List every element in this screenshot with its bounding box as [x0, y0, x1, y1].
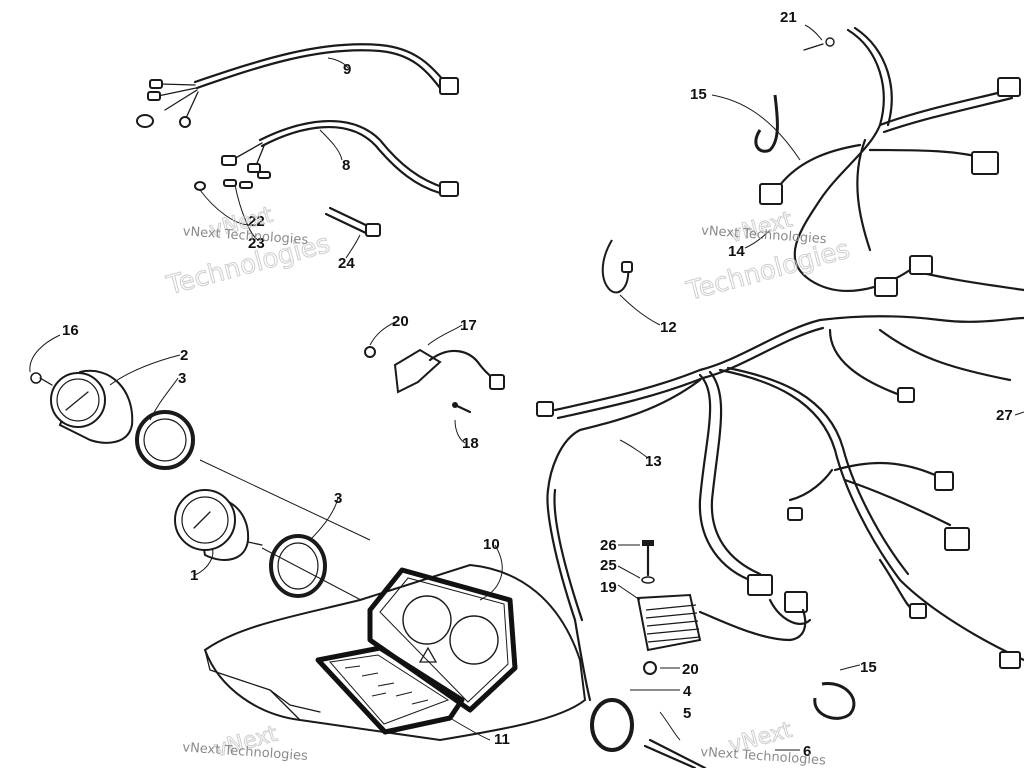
part-24-connector: [324, 206, 381, 237]
watermark-right: vNext Technologies: [682, 207, 853, 308]
callout-26: 26: [600, 537, 617, 554]
bezel-3-lower: [269, 534, 327, 598]
callout-12: 12: [660, 319, 677, 336]
leader-lines: [29, 24, 1024, 751]
callout-6: 6: [803, 743, 811, 760]
callout-22: 22: [248, 213, 265, 230]
part-17-module: [393, 348, 505, 394]
callout-11: 11: [494, 731, 510, 748]
callout-23: 23: [248, 235, 265, 252]
callout-10: 10: [483, 536, 500, 553]
callout-3: 3: [178, 370, 186, 387]
callout-15: 15: [690, 86, 707, 103]
callout-9: 9: [343, 61, 351, 78]
watermark-left-small: vNext Technologies: [182, 224, 309, 248]
harness-13: [536, 315, 1024, 702]
callout-18: 18: [462, 435, 479, 452]
callout-13: 13: [645, 453, 662, 470]
callout-labels: 9 8 22 23 24 16 2 3 3 1 10 11 12 13 14 1…: [62, 9, 1013, 760]
watermark-bottom-left-small: vNext Technologies: [182, 740, 309, 764]
callout-15b: 15: [860, 659, 877, 676]
part-15-clamp-lower: [813, 682, 856, 720]
part-26-bolt: [642, 540, 654, 577]
part-20-nut-upper: [364, 346, 376, 358]
part-25-washer: [641, 576, 655, 584]
harness-14: [759, 26, 1024, 297]
callout-27: 27: [996, 407, 1013, 424]
callout-1: 1: [190, 567, 198, 584]
callout-8: 8: [342, 157, 350, 174]
callout-20: 20: [392, 313, 409, 330]
gauge-1: [174, 489, 263, 561]
part-5-rod: [643, 738, 707, 768]
part-20-nut-lower: [643, 661, 657, 675]
part-19-regulator: [636, 593, 807, 652]
bezel-3-upper: [135, 410, 195, 470]
part-12-sensor: [601, 239, 633, 294]
callout-2: 2: [180, 347, 188, 364]
part-15-clip-upper: [754, 94, 779, 153]
callout-24: 24: [338, 255, 355, 272]
gauge-2: [30, 369, 134, 444]
callout-5: 5: [683, 705, 691, 722]
callout-14: 14: [728, 243, 745, 260]
callout-16: 16: [62, 322, 79, 339]
callout-25: 25: [600, 557, 617, 574]
part-18-screw: [452, 402, 472, 414]
callout-20b: 20: [682, 661, 699, 678]
watermark-right-small: vNext Technologies: [701, 223, 828, 247]
callout-3b: 3: [334, 490, 342, 507]
harness-8: [194, 120, 459, 197]
callout-21: 21: [780, 9, 797, 26]
part-4-ring: [590, 698, 634, 752]
instrument-pod: [203, 563, 587, 742]
harness-9: [136, 43, 459, 128]
callout-17: 17: [460, 317, 477, 334]
svg-text:Technologies: Technologies: [683, 235, 853, 307]
callout-19: 19: [600, 579, 617, 596]
callout-4: 4: [683, 683, 692, 700]
